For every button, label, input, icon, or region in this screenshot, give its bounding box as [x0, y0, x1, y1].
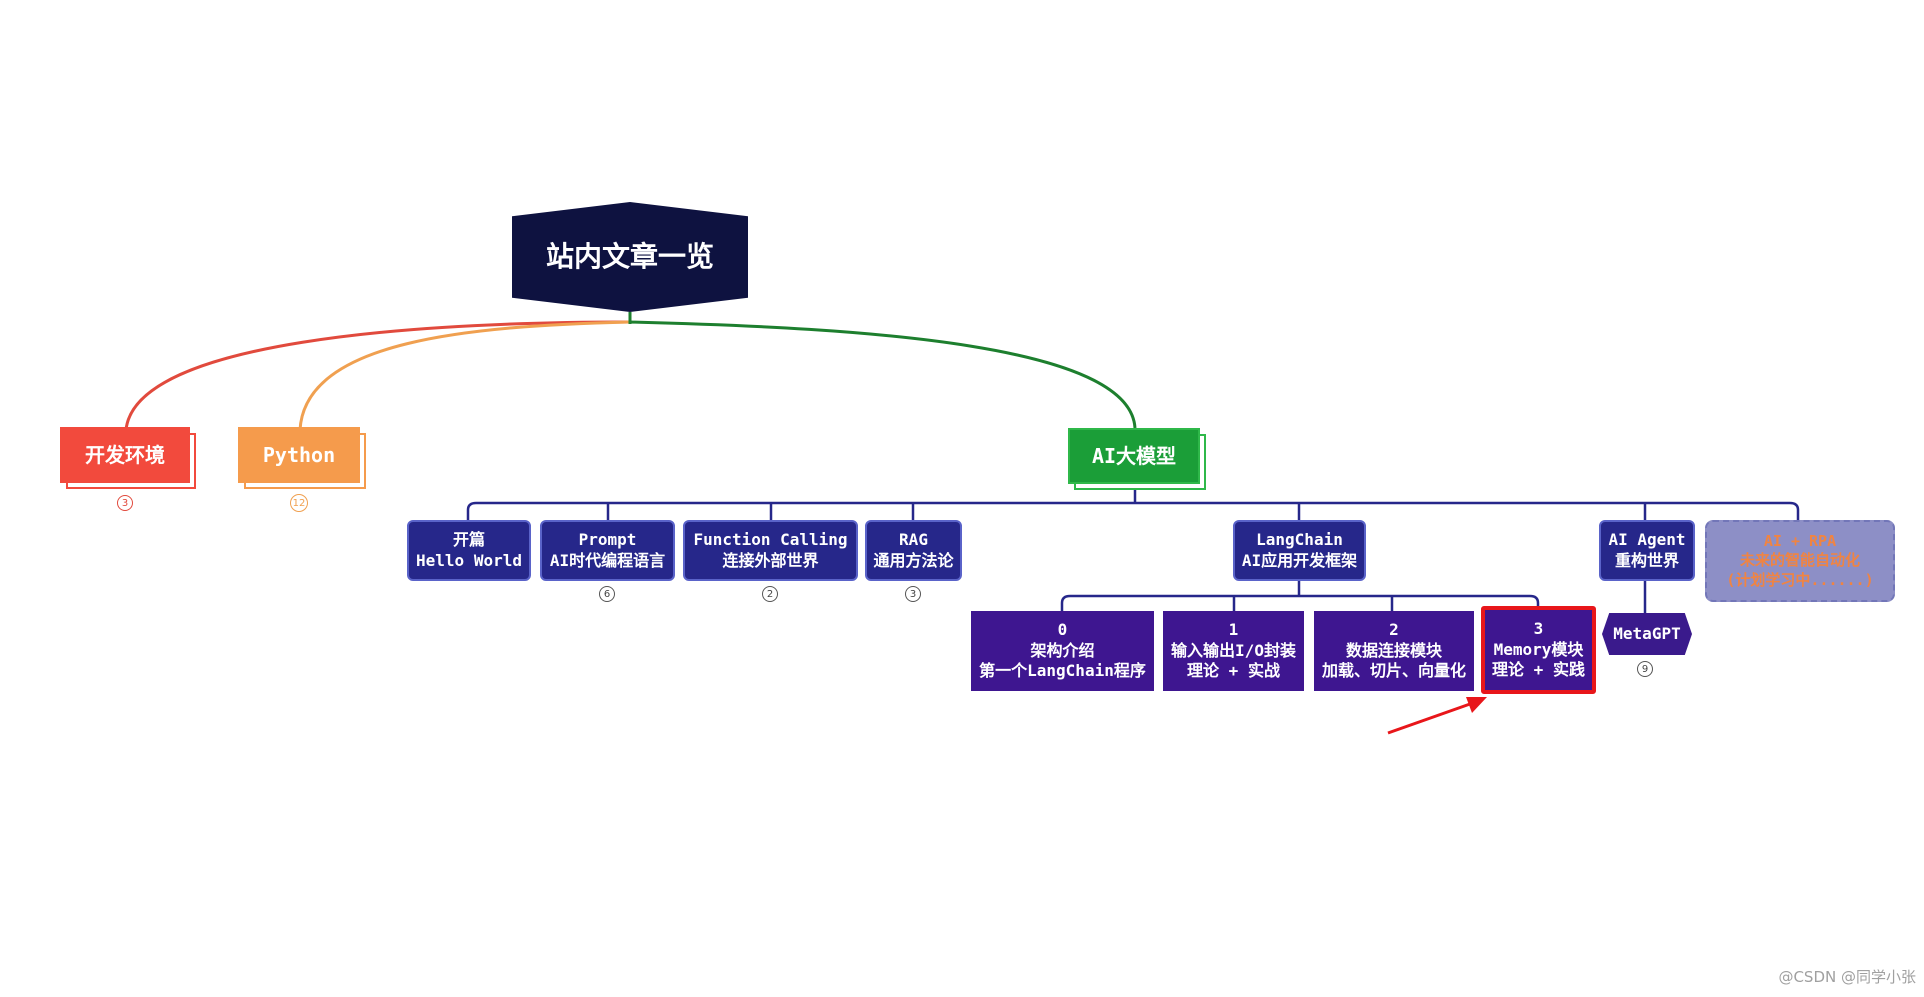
- lc1-num: 1: [1228, 619, 1239, 639]
- root-title: 站内文章一览: [545, 239, 714, 273]
- metagpt-label: MetaGPT: [1613, 623, 1681, 643]
- dev-env-node[interactable]: 开发环境: [60, 427, 190, 483]
- python-label: Python: [262, 443, 336, 467]
- fc-line2: 连接外部世界: [722, 550, 819, 570]
- ai-child-prompt[interactable]: Prompt AI时代编程语言: [540, 520, 675, 581]
- fc-count[interactable]: 2: [762, 586, 778, 602]
- lc2-num: 2: [1389, 619, 1399, 639]
- langchain-line2: AI应用开发框架: [1241, 550, 1358, 570]
- langchain-bus: [1060, 581, 1540, 611]
- ai-child-function-calling[interactable]: Function Calling 连接外部世界: [683, 520, 858, 581]
- ai-child-rpa[interactable]: AI + RPA 未来的智能自动化 (计划学习中......): [1705, 520, 1895, 602]
- dev-env-count[interactable]: 3: [117, 495, 133, 511]
- dev-env-label: 开发环境: [85, 443, 165, 467]
- lc3-num: 3: [1533, 618, 1544, 638]
- ai-child-rag[interactable]: RAG 通用方法论: [865, 520, 962, 581]
- lc0-line2: 第一个LangChain程序: [979, 661, 1146, 681]
- rag-count[interactable]: 3: [905, 586, 921, 602]
- ai-node[interactable]: AI大模型: [1068, 428, 1200, 484]
- start-line2: Hello World: [416, 550, 522, 570]
- root-node[interactable]: 站内文章一览: [512, 202, 748, 312]
- connector-ai: [629, 320, 1137, 429]
- lc2-line2: 加载、切片、向量化: [1321, 661, 1466, 681]
- python-count[interactable]: 12: [290, 494, 308, 512]
- start-line1: 开篇: [452, 529, 485, 549]
- fc-line1: Function Calling: [693, 529, 848, 549]
- langchain-child-2[interactable]: 2 数据连接模块 加载、切片、向量化: [1314, 611, 1474, 691]
- rag-line1: RAG: [899, 529, 928, 549]
- connector-dev-env: [124, 320, 631, 431]
- lc1-line1: 输入输出I/O封装: [1171, 640, 1296, 660]
- metagpt-node[interactable]: MetaGPT: [1602, 613, 1692, 655]
- rpa-line1: AI + RPA: [1763, 531, 1837, 550]
- langchain-child-3-highlighted[interactable]: 3 Memory模块 理论 + 实践: [1481, 606, 1596, 694]
- ai-label: AI大模型: [1091, 444, 1177, 468]
- prompt-line2: AI时代编程语言: [549, 550, 666, 570]
- agent-line1: AI Agent: [1608, 529, 1686, 549]
- ai-bus: [466, 488, 1800, 520]
- connector-python: [298, 320, 631, 431]
- langchain-child-0[interactable]: 0 架构介绍 第一个LangChain程序: [971, 611, 1154, 691]
- ai-child-agent[interactable]: AI Agent 重构世界: [1599, 520, 1695, 581]
- watermark: @CSDN @同学小张: [1778, 968, 1916, 986]
- lc1-line2: 理论 + 实战: [1187, 661, 1280, 681]
- lc0-num: 0: [1057, 619, 1068, 639]
- lc3-line2: 理论 + 实践: [1492, 660, 1585, 680]
- ai-child-langchain[interactable]: LangChain AI应用开发框架: [1233, 520, 1366, 581]
- ai-child-start[interactable]: 开篇 Hello World: [407, 520, 531, 581]
- metagpt-count[interactable]: 9: [1637, 661, 1653, 677]
- prompt-line1: Prompt: [578, 529, 637, 549]
- rpa-line3: (计划学习中......): [1726, 570, 1874, 589]
- python-node[interactable]: Python: [238, 427, 360, 483]
- lc0-line1: 架构介绍: [1030, 640, 1095, 660]
- lc2-line1: 数据连接模块: [1345, 640, 1442, 660]
- langchain-child-1[interactable]: 1 输入输出I/O封装 理论 + 实战: [1163, 611, 1304, 691]
- rag-line2: 通用方法论: [873, 550, 954, 570]
- agent-line2: 重构世界: [1614, 550, 1679, 570]
- rpa-line2: 未来的智能自动化: [1739, 551, 1860, 570]
- prompt-count[interactable]: 6: [599, 586, 615, 602]
- langchain-line1: LangChain: [1256, 529, 1343, 549]
- arrow-icon: [1387, 697, 1487, 735]
- lc3-line1: Memory模块: [1493, 639, 1584, 659]
